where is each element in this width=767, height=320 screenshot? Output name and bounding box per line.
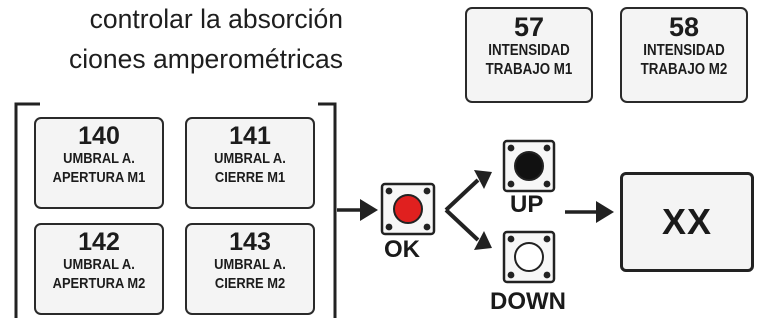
down-label: DOWN [490,288,566,315]
threshold-number: 142 [78,228,120,256]
up-label: UP [510,191,544,218]
param-label-line2: TRABAJO M1 [485,61,573,78]
threshold-label-line1: UMBRAL A. [214,256,286,273]
threshold-tile-141: 141 UMBRAL A. CIERRE M1 [185,117,315,209]
param-tile-58: 58 INTENSIDAD TRABAJO M2 [620,7,748,103]
threshold-label-line2: APERTURA M1 [52,169,146,186]
param-label-line2: TRABAJO M2 [640,61,728,78]
intro-line-2: ciones amperométricas [69,44,343,74]
intro-line-1: controlar la absorción [89,4,343,34]
threshold-label-line2: CIERRE M2 [214,275,286,292]
threshold-tile-142: 142 UMBRAL A. APERTURA M2 [34,223,164,315]
threshold-number: 143 [229,228,271,256]
ok-label: OK [384,236,420,263]
threshold-tile-143: 143 UMBRAL A. CIERRE M2 [185,223,315,315]
threshold-label-line2: APERTURA M2 [52,275,146,292]
arrow-icon [337,199,378,221]
threshold-tile-140: 140 UMBRAL A. APERTURA M1 [34,117,164,209]
result-value: XX [661,201,713,242]
param-label-line1: INTENSIDAD [643,42,725,59]
threshold-label-line2: CIERRE M1 [214,169,286,186]
down-button-icon [502,230,556,284]
result-display: XX [620,172,754,272]
threshold-label-line1: UMBRAL A. [63,150,135,167]
param-number: 57 [513,12,545,42]
up-button-icon [502,139,556,193]
branch-arrow-icon [444,170,492,250]
arrow-icon [565,201,614,223]
threshold-number: 140 [78,122,120,150]
threshold-label-line1: UMBRAL A. [63,256,135,273]
threshold-number: 141 [229,122,271,150]
param-label-line1: INTENSIDAD [488,42,570,59]
threshold-label-line1: UMBRAL A. [214,150,286,167]
param-number: 58 [668,12,700,42]
ok-button-icon [380,182,436,236]
param-tile-57: 57 INTENSIDAD TRABAJO M1 [465,7,593,103]
